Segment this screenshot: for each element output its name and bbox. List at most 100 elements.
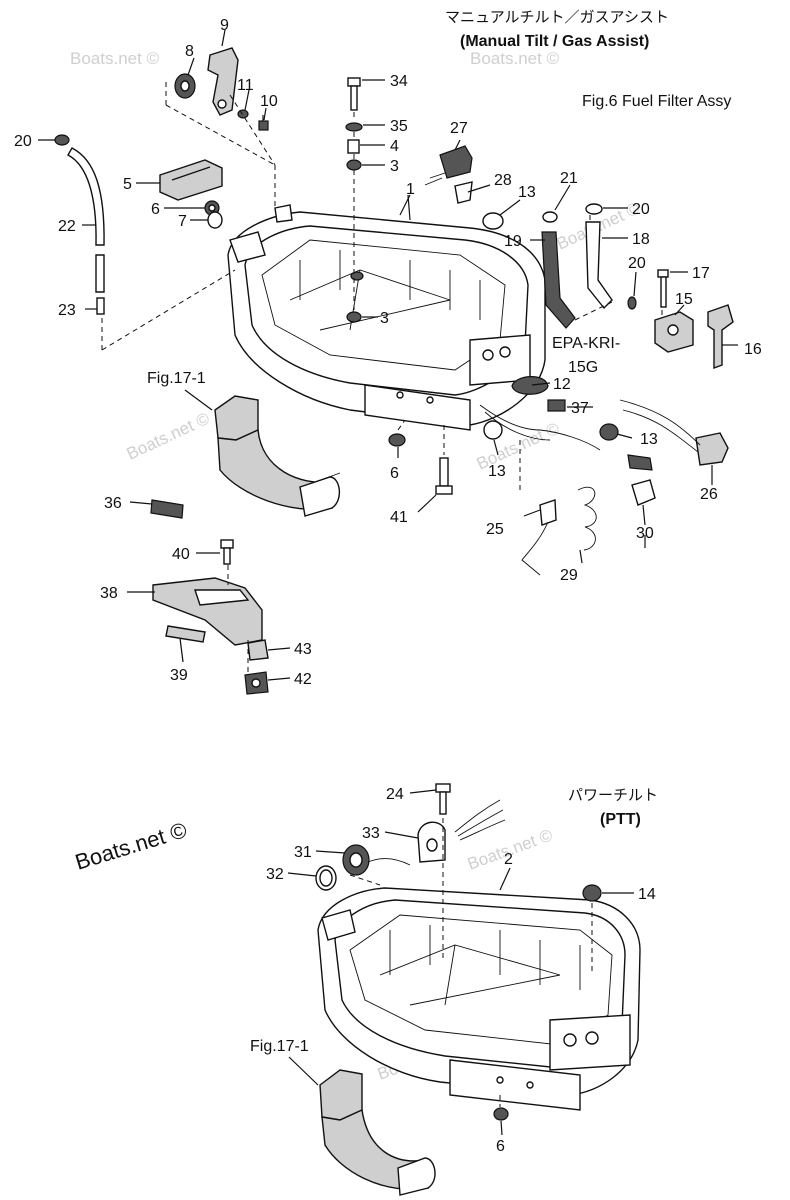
part-25-wire-harness xyxy=(479,404,601,576)
callout: 24 xyxy=(386,786,404,803)
part-29-coiled-cord xyxy=(577,454,653,551)
part-4-spacer xyxy=(347,139,360,154)
callout: 2 xyxy=(504,851,513,868)
callout: 34 xyxy=(390,73,408,90)
callout: 6 xyxy=(390,465,399,482)
callout: 8 xyxy=(185,43,194,60)
callout: 6 xyxy=(496,1138,505,1155)
part-8-grommet xyxy=(174,73,196,99)
bottom-cowling-ptt xyxy=(317,887,641,1111)
leader-lines xyxy=(38,29,738,1136)
part-43-grommet xyxy=(247,639,269,661)
part-26-connector xyxy=(619,399,729,466)
callout: 31 xyxy=(294,844,312,861)
callout: 35 xyxy=(390,118,408,135)
callout: 36 xyxy=(104,495,122,512)
part-6-washer-center xyxy=(388,433,406,447)
part-18-hose xyxy=(585,221,613,310)
part-34-bolt xyxy=(347,77,361,111)
part-27-switch xyxy=(424,145,473,186)
part-30-clip xyxy=(631,479,656,506)
part-15-filter-valve xyxy=(654,311,694,353)
part-32-ring xyxy=(315,865,337,891)
callout: 23 xyxy=(58,302,76,319)
part-41-bolt xyxy=(435,457,453,495)
callout: 22 xyxy=(58,218,76,235)
callout: 41 xyxy=(390,509,408,526)
fig-reference: Fig.17-1 xyxy=(147,370,206,387)
part-22-hose xyxy=(67,147,105,293)
part-39-pad xyxy=(165,625,206,643)
callout: 40 xyxy=(172,546,190,563)
callout: 19 xyxy=(504,233,522,250)
callout: 17 xyxy=(692,265,710,282)
manual-tilt-title: (Manual Tilt / Gas Assist) xyxy=(460,33,649,50)
part-28-bracket xyxy=(454,181,473,204)
callout: 25 xyxy=(486,521,504,538)
callout-labels: 9 8 11 10 20 5 6 7 22 23 34 35 4 3 1 3 2… xyxy=(14,17,762,1155)
callout: 43 xyxy=(294,641,312,658)
callout: 42 xyxy=(294,671,312,688)
part-13-plug xyxy=(482,212,504,440)
fuel-filter-reference: Fig.6 Fuel Filter Assy xyxy=(582,93,731,110)
part-23-joint xyxy=(96,297,105,315)
boats-net-watermark: Boats.net © xyxy=(72,817,190,875)
part-20-clamp-mid xyxy=(627,296,637,310)
part-10-bolt xyxy=(258,115,269,131)
callout: 30 xyxy=(636,525,654,542)
part-19-hose xyxy=(541,231,576,329)
callout: 37 xyxy=(571,400,589,417)
watermark: Boats.net © xyxy=(470,49,560,68)
part-12-grommet xyxy=(511,376,549,395)
callout: 7 xyxy=(178,213,187,230)
part-21-clip xyxy=(542,211,558,223)
callout: 15 xyxy=(675,291,693,308)
part-5-clamp xyxy=(159,159,223,201)
part-17-bolt xyxy=(657,269,669,308)
callout: 3 xyxy=(390,158,399,175)
epa-label: 15G xyxy=(568,359,598,376)
callout: 13 xyxy=(518,184,536,201)
callout: 38 xyxy=(100,585,118,602)
fig17-bracket-top xyxy=(214,395,341,517)
callout: 33 xyxy=(362,825,380,842)
epa-label: EPA-KRI- xyxy=(552,335,620,352)
part-40-bolt xyxy=(220,539,234,565)
part-42-grommet xyxy=(244,671,269,695)
callout: 4 xyxy=(390,138,399,155)
callout: 3 xyxy=(380,310,389,327)
callout: 26 xyxy=(700,486,718,503)
callout: 18 xyxy=(632,231,650,248)
callout: 28 xyxy=(494,172,512,189)
ptt-title-jp: パワーチルト xyxy=(568,786,658,804)
ptt-title: (PTT) xyxy=(600,811,641,828)
part-7-collar xyxy=(207,211,223,229)
bottom-cowling-manual-tilt xyxy=(227,204,546,431)
part-11-washer xyxy=(237,109,249,119)
callout: 16 xyxy=(744,341,762,358)
part-24-bolt xyxy=(435,783,451,815)
fig-reference: Fig.17-1 xyxy=(250,1038,309,1055)
callout: 13 xyxy=(640,431,658,448)
part-6-washer-bottom xyxy=(493,1107,509,1121)
callout: 12 xyxy=(553,376,571,393)
callout: 1 xyxy=(406,181,415,198)
callout: 9 xyxy=(220,17,229,34)
callout: 32 xyxy=(266,866,284,883)
watermark: Boats.net © xyxy=(70,49,160,68)
callout: 11 xyxy=(237,77,254,94)
callout: 20 xyxy=(632,201,650,218)
part-33-bracket xyxy=(417,821,446,863)
part-16-bracket xyxy=(707,304,734,370)
assembly-dashed-lines xyxy=(101,82,663,1107)
callout: 5 xyxy=(123,176,132,193)
callout: 39 xyxy=(170,667,188,684)
part-36-tape xyxy=(150,499,184,519)
part-20-clamp-top xyxy=(585,203,603,215)
ptt-wires xyxy=(454,799,506,841)
callout: 6 xyxy=(151,201,160,218)
part-35-washer xyxy=(345,122,363,132)
part-38-tiller-bracket xyxy=(152,577,263,646)
